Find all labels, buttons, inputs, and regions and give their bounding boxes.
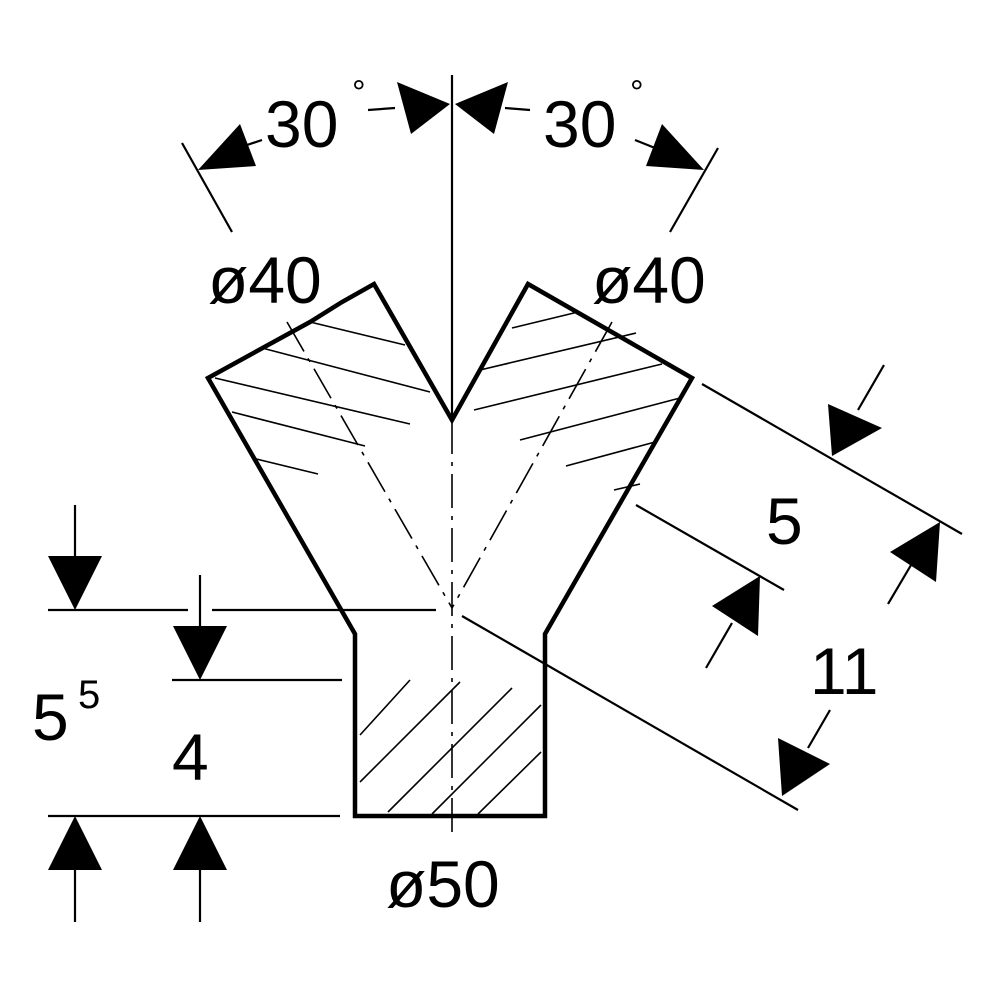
section-hatching xyxy=(214,311,681,815)
diameter-label-right: ø40 xyxy=(592,243,706,317)
degree-symbol-right: ° xyxy=(630,74,644,112)
diameter-label-bottom: ø50 xyxy=(386,847,500,921)
dimension-label-5-5-base: 5 xyxy=(32,680,69,754)
angle-dimension-left xyxy=(181,82,450,233)
dimension-label-5-5-superscript: 5 xyxy=(78,673,100,717)
center-lines xyxy=(286,321,613,838)
dimension-left-5-5-and-4 xyxy=(48,505,436,922)
y-branch-outline xyxy=(204,280,696,819)
dimension-label-11: 11 xyxy=(810,634,879,708)
angle-dimension-right xyxy=(455,82,719,233)
angle-label-left: 30 xyxy=(265,87,338,161)
dimension-label-4: 4 xyxy=(172,720,209,794)
angle-label-right: 30 xyxy=(543,87,616,161)
degree-symbol-left: ° xyxy=(352,74,366,112)
dimension-right-5-and-11 xyxy=(461,364,963,811)
diameter-label-left: ø40 xyxy=(208,243,322,317)
dimension-label-5: 5 xyxy=(766,484,803,558)
